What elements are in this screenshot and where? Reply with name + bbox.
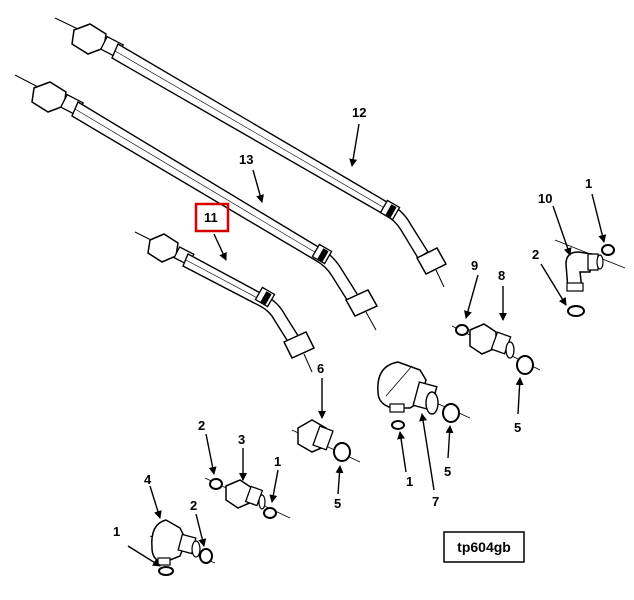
callout-2-part4: 2 — [190, 498, 197, 513]
part-3-union — [225, 479, 266, 510]
o-ring-5-right — [516, 355, 534, 375]
hose-12 — [54, 17, 448, 288]
callout-10: 10 — [538, 191, 552, 206]
part-4-elbow — [149, 519, 216, 566]
hose-11 — [134, 231, 316, 373]
callout-3: 3 — [238, 432, 245, 447]
callout-11-highlight-box — [194, 202, 230, 233]
reference-code: tp604gb — [457, 539, 511, 555]
callout-1-part3: 1 — [274, 454, 281, 469]
callout-12: 12 — [352, 105, 366, 120]
leader-arrows — [127, 123, 607, 567]
callout-1-center: 1 — [406, 474, 413, 489]
callout-8: 8 — [498, 268, 505, 283]
callout-1-top-right: 1 — [585, 176, 592, 191]
reference-box — [443, 531, 525, 563]
o-ring-2-top-right — [567, 305, 585, 317]
callout-5-center: 5 — [444, 464, 451, 479]
callout-2-top-right: 2 — [532, 247, 539, 262]
o-ring-1-center — [391, 420, 405, 430]
o-ring-9 — [455, 324, 469, 336]
o-ring-1-part3 — [263, 507, 277, 519]
callout-7: 7 — [432, 494, 439, 509]
callout-6: 6 — [317, 361, 324, 376]
o-ring-5-center — [442, 403, 460, 423]
o-ring-5-left — [333, 442, 351, 462]
callout-9: 9 — [471, 258, 478, 273]
callout-13: 13 — [239, 152, 253, 167]
callout-2-part3: 2 — [198, 418, 205, 433]
callout-5-right: 5 — [514, 420, 521, 435]
part-7-elbow — [377, 361, 471, 419]
o-ring-1-part4 — [158, 566, 174, 576]
o-ring-1-top-right — [601, 244, 615, 256]
callout-1-part4: 1 — [113, 524, 120, 539]
hose-13 — [14, 74, 379, 331]
o-ring-2-part4 — [199, 548, 213, 564]
callout-11: 11 — [204, 210, 218, 225]
part-10-elbow — [554, 239, 626, 292]
o-ring-2-part3 — [209, 478, 223, 490]
hose-13-elbow-end — [344, 289, 379, 317]
hose-11-elbow-end — [282, 331, 316, 359]
hose-12-elbow-end — [415, 247, 448, 275]
callout-4: 4 — [144, 472, 152, 487]
callout-5-left: 5 — [334, 496, 341, 511]
part-8-adapter — [469, 323, 515, 359]
